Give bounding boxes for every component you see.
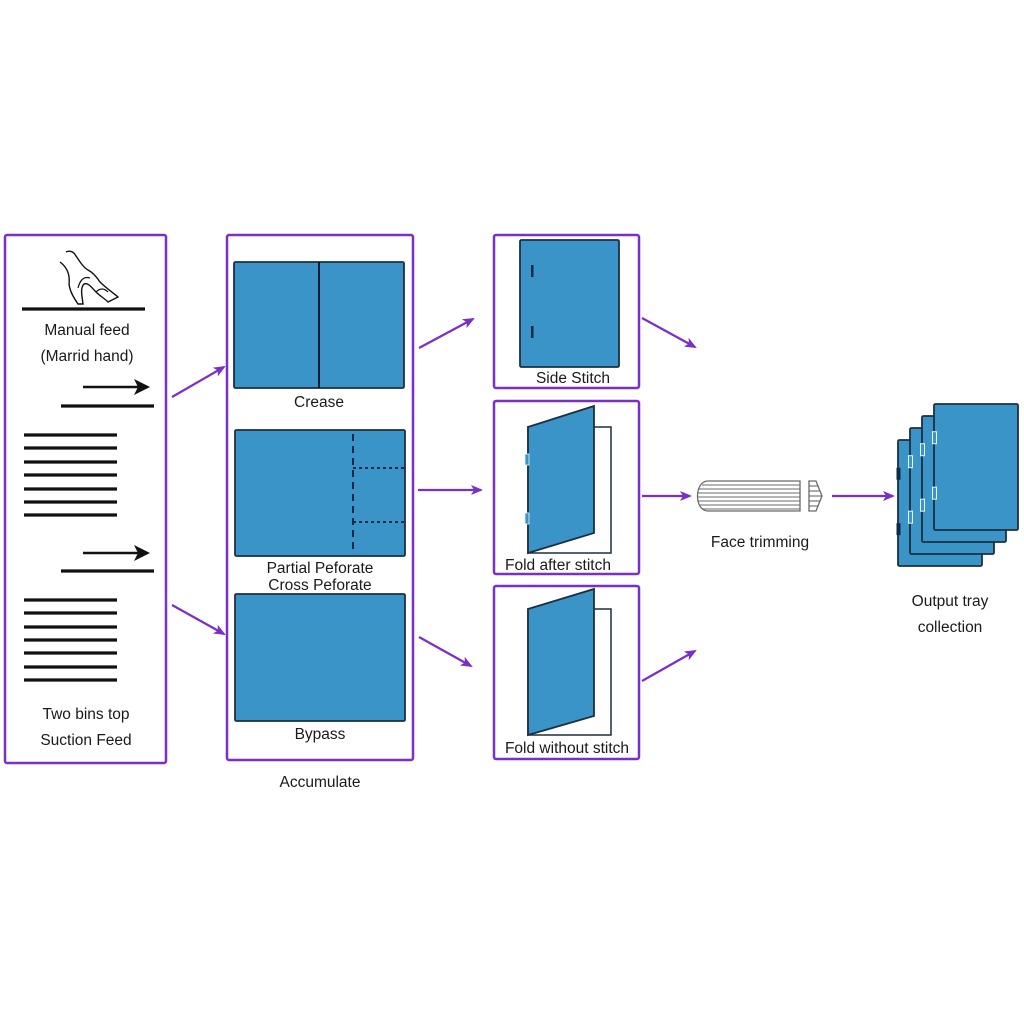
flow-arrow bbox=[641, 317, 697, 348]
staple-icon bbox=[524, 512, 530, 525]
feed-panel-border bbox=[3, 233, 168, 765]
paper-stack-icon bbox=[24, 433, 117, 517]
output-tray-sublabel: collection bbox=[918, 619, 983, 636]
hand-icon bbox=[59, 250, 120, 305]
crease-option: Crease bbox=[233, 261, 405, 411]
face-trimming-step: Face trimming bbox=[696, 480, 823, 551]
flow-arrow bbox=[171, 366, 226, 398]
cross-perforate-label: Cross Peforate bbox=[268, 577, 371, 594]
folded-page-icon bbox=[527, 587, 595, 737]
output-tray-label: Output tray bbox=[912, 593, 989, 610]
staple-icon bbox=[932, 486, 937, 500]
flow-arrow bbox=[418, 318, 475, 349]
staple-icon bbox=[908, 455, 913, 469]
output-tray-step: Output tray collection bbox=[896, 403, 1019, 636]
crease-label: Crease bbox=[294, 394, 344, 411]
paper-stack-icon bbox=[24, 598, 117, 682]
feed-arrow-icon bbox=[83, 545, 150, 561]
bypass-sheet-icon bbox=[234, 593, 406, 722]
perforate-option: Partial Peforate Cross Peforate bbox=[234, 429, 406, 594]
side-stitch-option: Side Stitch bbox=[492, 233, 641, 390]
flow-arrow bbox=[418, 636, 473, 667]
flow-arrow bbox=[641, 650, 697, 682]
suction-feed-label: Two bins top bbox=[42, 706, 129, 723]
feed-panel: Manual feed (Marrid hand) bbox=[3, 233, 168, 765]
accumulate-panel: Crease Partial Peforate Cross Peforate B… bbox=[225, 233, 415, 762]
accumulate-caption: Accumulate bbox=[280, 774, 361, 791]
flow-arrow bbox=[171, 604, 226, 635]
manual-feed-sublabel: (Marrid hand) bbox=[40, 348, 133, 365]
staple-icon bbox=[531, 326, 534, 338]
side-stitch-sheet-icon bbox=[519, 239, 620, 368]
perforate-sheet-icon bbox=[234, 429, 406, 557]
staple-icon bbox=[920, 443, 925, 457]
staple-icon bbox=[932, 431, 937, 445]
folded-page-icon bbox=[527, 404, 595, 555]
output-stack-icon bbox=[896, 403, 1019, 567]
fold-without-stitch-label: Fold without stitch bbox=[505, 740, 629, 757]
output-booklet-icon bbox=[933, 403, 1019, 531]
bypass-label: Bypass bbox=[295, 726, 346, 743]
staple-icon bbox=[920, 498, 925, 512]
feed-arrow-icon bbox=[83, 379, 150, 395]
fold-after-stitch-label: Fold after stitch bbox=[505, 557, 611, 574]
suction-feed-sublabel: Suction Feed bbox=[40, 732, 131, 749]
staple-icon bbox=[896, 467, 901, 480]
staple-icon bbox=[908, 510, 913, 524]
staple-icon bbox=[524, 453, 530, 466]
fold-after-stitch-option: Fold after stitch bbox=[492, 399, 641, 576]
side-stitch-label: Side Stitch bbox=[536, 370, 610, 387]
manual-feed-label: Manual feed bbox=[44, 322, 129, 339]
face-trimming-label: Face trimming bbox=[711, 534, 809, 551]
bypass-option: Bypass bbox=[234, 593, 406, 743]
partial-perforate-label: Partial Peforate bbox=[267, 560, 374, 577]
trimming-blade-icon bbox=[696, 480, 823, 512]
staple-icon bbox=[531, 265, 534, 277]
fold-without-stitch-option: Fold without stitch bbox=[492, 584, 641, 761]
staple-icon bbox=[896, 523, 901, 536]
